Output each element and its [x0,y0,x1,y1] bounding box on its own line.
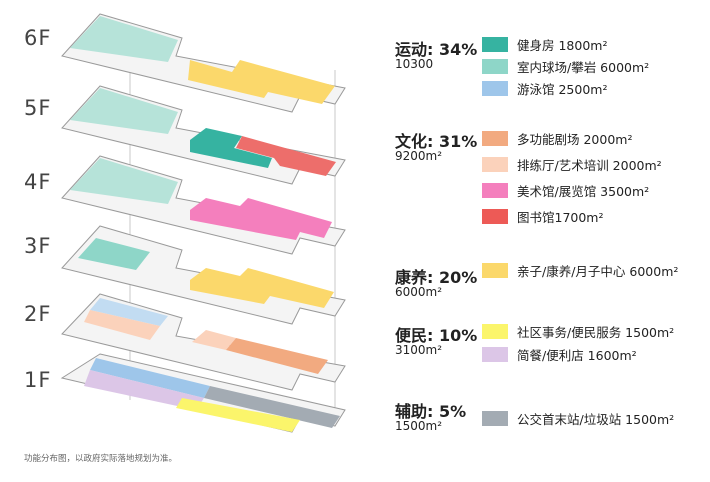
legend-swatch [482,80,508,96]
category-title-convenience: 便民: 10% [395,326,478,345]
floor-label-1f: 1F [24,368,52,392]
floor-label-6f: 6F [24,26,52,50]
legend-swatch [482,156,508,172]
legend-swatch [482,130,508,146]
legend-item-theater: 多功能剧场 2000m² [482,129,632,147]
floor-3f-plate [61,225,346,325]
footnote: 功能分布图，以政府实际落地规划为准。 [24,454,178,464]
legend-swatch [482,410,508,426]
legend-swatch [482,182,508,198]
legend-item-community-service: 社区事务/便民服务 1500m² [482,322,674,340]
floor-4f-plate [61,155,346,255]
legend-swatch [482,58,508,74]
floor-5f-plate [61,85,346,185]
category-area-auxiliary: 1500m² [395,419,443,433]
floor-2f-plate [61,293,346,391]
category-title-culture: 文化: 31% [395,132,478,151]
legend-item-pool: 游泳馆 2500m² [482,79,607,97]
legend-item-rehearsal: 排练厅/艺术培训 2000m² [482,155,662,173]
legend-swatch [482,323,508,339]
legend-item-court: 室内球场/攀岩 6000m² [482,57,649,75]
category-title-auxiliary: 辅助: 5% [395,402,467,421]
floor-label-5f: 5F [24,96,52,120]
floor-label-3f: 3F [24,234,52,258]
legend-swatch [482,346,508,362]
category-area-convenience: 3100m² [395,343,443,357]
legend-swatch [482,36,508,52]
category-area-wellness: 6000m² [395,285,443,299]
floor-label-2f: 2F [24,302,52,326]
legend-swatch [482,262,508,278]
category-area-culture: 9200m² [395,149,443,163]
legend-item-library: 图书馆1700m² [482,207,604,225]
legend-item-family-care: 亲子/康养/月子中心 6000m² [482,261,678,279]
category-title-sports: 运动: 34% [395,40,478,59]
legend-item-cafe-store: 简餐/便利店 1600m² [482,345,637,363]
legend-item-bus-waste: 公交首末站/垃圾站 1500m² [482,409,674,427]
legend-item-gallery: 美术馆/展览馆 3500m² [482,181,649,199]
floor-label-4f: 4F [24,170,52,194]
floor-1f-plate [60,353,346,433]
legend-swatch [482,208,508,224]
floor-stack-diagram [60,13,346,433]
category-title-wellness: 康养: 20% [395,268,478,287]
legend-item-gym: 健身房 1800m² [482,35,607,53]
category-area-sports: 10300 [395,57,434,71]
floor-6f-plate [61,13,346,113]
